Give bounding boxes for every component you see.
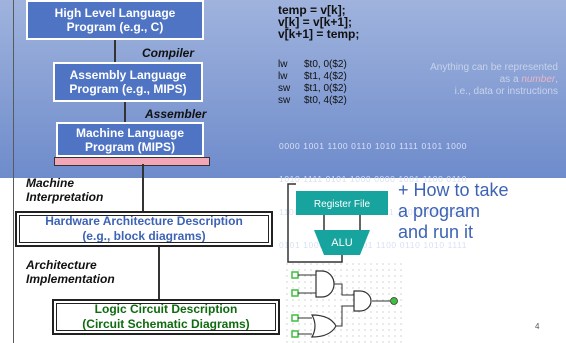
or-gate xyxy=(310,314,337,338)
architecture-implementation-label: Architecture Implementation xyxy=(26,258,115,286)
ai-line-1: Architecture xyxy=(26,258,97,272)
how-to-line-3: and run it xyxy=(398,222,474,242)
hll-line-1: High Level Language xyxy=(54,6,176,20)
binary-line-1: 0000 1001 1100 0110 1010 1111 0101 1000 xyxy=(279,141,468,151)
machine-interpretation-label: Machine Interpretation xyxy=(26,176,103,204)
asm-line-2: Program (e.g., MIPS) xyxy=(69,82,187,96)
mips-op: lw xyxy=(278,71,288,82)
register-file-label: Register File xyxy=(314,199,371,210)
high-level-language-box: High Level Language Program (e.g., C) xyxy=(26,0,204,40)
ai-line-2: Implementation xyxy=(26,272,115,286)
machine-language-box: Machine Language Program (MIPS) xyxy=(56,122,204,157)
logic-schematic xyxy=(286,263,406,343)
asm-line-1: Assembly Language xyxy=(69,68,187,82)
hardware-architecture-box: Hardware Architecture Description (e.g.,… xyxy=(15,211,273,247)
mips-op: lw xyxy=(278,59,288,70)
left-edge-line xyxy=(13,0,14,343)
mips-line-3: sw $t1, 0($2) xyxy=(278,83,347,95)
logic-line-2: (Circuit Schematic Diagrams) xyxy=(82,317,250,331)
c-code-block: temp = v[k]; v[k] = v[k+1]; v[k+1] = tem… xyxy=(278,4,359,40)
c-code-line-3: v[k+1] = temp; xyxy=(278,27,360,41)
connector-hll-asm xyxy=(114,40,116,63)
how-to-caption: + How to take a program and run it xyxy=(398,180,566,243)
how-to-line-1: + How to take xyxy=(398,180,509,200)
note-line-3: i.e., data or instructions xyxy=(454,86,558,97)
machine-language-bar xyxy=(54,157,210,166)
connector-asm-ml xyxy=(124,102,126,124)
compiler-label: Compiler xyxy=(142,46,195,60)
mi-line-2: Interpretation xyxy=(26,190,104,204)
note-number: number xyxy=(521,74,556,85)
representation-note: Anything can be represented as a number,… xyxy=(380,62,558,98)
c-code-line-2: v[k] = v[k+1]; xyxy=(278,15,353,29)
note-post: , xyxy=(555,74,558,85)
block-diagram: Register File ALU xyxy=(287,183,388,263)
mips-line-2: lw $t1, 4($2) xyxy=(278,71,347,83)
alu-label: ALU xyxy=(331,237,352,249)
how-to-line-2: a program xyxy=(398,201,481,221)
connector-ml-hw xyxy=(142,164,144,212)
hw-line-1: Hardware Architecture Description xyxy=(45,214,243,228)
assembly-language-box: Assembly Language Program (e.g., MIPS) xyxy=(53,62,203,102)
mips-args: $t0, 0($2) xyxy=(304,59,347,70)
assembler-label: Assembler xyxy=(145,107,207,121)
mips-line-4: sw $t0, 4($2) xyxy=(278,95,347,107)
mips-line-1: lw $t0, 0($2) xyxy=(278,59,347,71)
c-code-line-1: temp = v[k]; xyxy=(278,3,346,17)
feedback-wire xyxy=(287,183,343,263)
mips-args: $t1, 0($2) xyxy=(304,83,347,94)
binary-line-2: 1010 1111 0101 1000 0000 1001 1100 0110 xyxy=(279,174,468,184)
and-gate-2 xyxy=(353,290,372,312)
input-pins xyxy=(291,271,299,338)
mips-op: sw xyxy=(278,95,291,106)
ml-line-1: Machine Language xyxy=(75,125,185,140)
mi-line-1: Machine xyxy=(26,176,75,190)
and-gate-1 xyxy=(315,270,335,298)
connector-hw-logic xyxy=(158,247,160,300)
alu-block xyxy=(314,230,370,255)
output-pin xyxy=(390,297,398,305)
schematic-grid xyxy=(286,263,406,343)
mips-op: sw xyxy=(278,83,291,94)
hll-line-2: Program (e.g., C) xyxy=(66,20,164,34)
logic-line-1: Logic Circuit Description xyxy=(94,302,238,316)
register-file-block xyxy=(296,191,388,215)
note-line-2: as a number, xyxy=(380,74,558,86)
ml-line-2: Program (MIPS) xyxy=(84,139,175,154)
page-number: 4 xyxy=(535,322,540,331)
mips-args: $t1, 4($2) xyxy=(304,71,347,82)
hw-line-2: (e.g., block diagrams) xyxy=(82,229,206,243)
logic-circuit-box: Logic Circuit Description (Circuit Schem… xyxy=(52,299,280,335)
note-line-1: Anything can be represented xyxy=(430,62,558,73)
mips-code-block: lw $t0, 0($2) lw $t1, 4($2) sw $t1, 0($2) s… xyxy=(278,59,347,107)
note-pre: as a xyxy=(499,74,522,85)
mips-args: $t0, 4($2) xyxy=(304,95,347,106)
